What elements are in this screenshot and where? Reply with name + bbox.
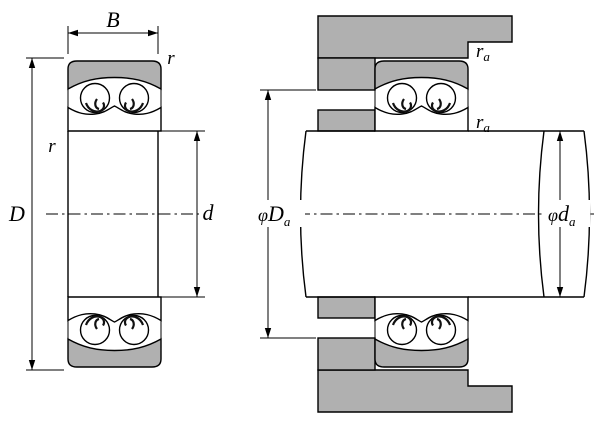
dim-da-arrow-top xyxy=(556,131,564,141)
chamfer-r-side-label: r xyxy=(48,136,56,157)
dim-d-arrow-bottom xyxy=(193,287,201,297)
ra-subscript: a xyxy=(483,120,490,135)
dim-da-label-mask xyxy=(544,200,590,227)
dim-Da-label-mask xyxy=(255,200,305,227)
dim-D-label: D xyxy=(8,201,25,226)
housing-fillet-ra-label: ra xyxy=(476,41,490,64)
dim-B-arrow-left xyxy=(68,29,78,37)
dim-D-arrow-bottom xyxy=(28,360,36,370)
shaft-break-mid xyxy=(537,130,545,298)
dim-Da-label: φDa xyxy=(258,201,291,229)
dim-B-label: B xyxy=(106,7,119,32)
phi-symbol: φ xyxy=(258,205,268,225)
dim-da-arrow-bottom xyxy=(556,287,564,297)
housing-bottom xyxy=(317,369,513,413)
figure-mounting-view: φDa φda ra ra xyxy=(255,15,594,413)
shaft-fillet-ra-label: ra xyxy=(476,112,490,135)
figure-bearing-section-view: B D d r r xyxy=(8,7,220,371)
da-base: d xyxy=(558,201,570,226)
dim-D-arrow-top xyxy=(28,58,36,68)
phi-symbol: φ xyxy=(548,205,558,225)
chamfer-r-top-label: r xyxy=(167,48,175,69)
bearing-section-bottom xyxy=(66,295,163,369)
dim-Da-arrow-top xyxy=(264,90,272,100)
shaft-shoulder-bottom xyxy=(317,296,376,319)
housing-shoulder-bottom xyxy=(317,337,376,371)
dim-d-label-mask xyxy=(199,202,220,224)
ra-base: r xyxy=(476,41,484,62)
da-subscript: a xyxy=(569,214,576,229)
housing-shoulder-top xyxy=(317,57,376,91)
bearing-section-top xyxy=(66,59,163,133)
Da-subscript: a xyxy=(284,214,291,229)
dim-d-label: d xyxy=(203,200,215,225)
dim-Da-arrow-bottom xyxy=(264,328,272,338)
bearing-section-top xyxy=(373,59,470,133)
dim-B-arrow-right xyxy=(148,29,158,37)
bearing-section-bottom xyxy=(373,295,470,369)
shaft-shoulder-top xyxy=(317,109,376,132)
dim-d-arrow-top xyxy=(193,131,201,141)
ra-base: r xyxy=(476,112,484,133)
dim-da-label: φda xyxy=(548,201,576,229)
Da-base: D xyxy=(267,201,284,226)
ra-subscript: a xyxy=(483,49,490,64)
